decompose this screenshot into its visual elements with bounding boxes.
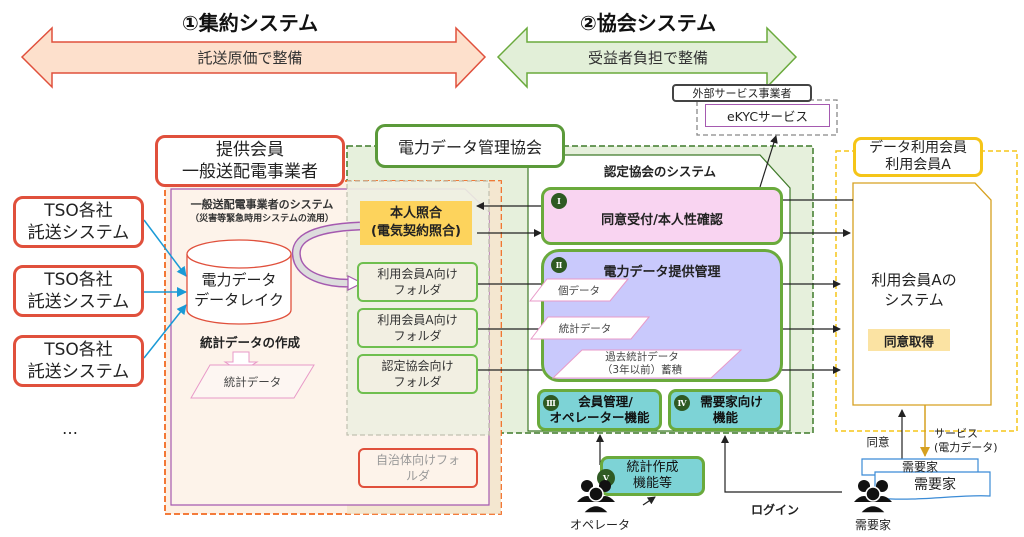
service-line1: サービス	[934, 427, 978, 440]
module-member-management[interactable]: Ⅲ 会員管理/ オペレーター機能	[537, 389, 662, 431]
association-name: 電力データ管理協会	[375, 124, 565, 168]
folder-member-a-2[interactable]: 利用会員A向け フォルダ	[357, 308, 478, 348]
module-label: 同意受付/本人性確認	[601, 212, 723, 228]
tso-line2: 託送システム	[27, 223, 130, 243]
module-line2: オペレーター機能	[549, 410, 650, 425]
stats-data-label: 統計データ	[223, 374, 282, 389]
tso-more-ellipsis: …	[62, 418, 78, 438]
past-statistics-label: 過去統計データ （3年以前）蓄積	[562, 349, 722, 379]
module-line2: 機能等	[632, 476, 672, 491]
past-statistics-line1: 過去統計データ	[605, 351, 679, 363]
consent-acquisition: 同意取得	[868, 329, 950, 351]
folder-line2: フォルダ	[393, 329, 442, 343]
provider-system-title: 一般送配電事業者のシステム （災害等緊急時用システムの流用）	[176, 197, 348, 227]
tso-source-3: TSO各社 託送システム	[13, 335, 144, 387]
stats-creation-label: 統計データの作成	[199, 334, 300, 350]
association-system-title: 認定協会のシステム	[603, 163, 717, 179]
past-statistics-shape: 過去統計データ （3年以前）蓄積	[552, 349, 742, 379]
stats-data-shape: 統計データ	[190, 364, 315, 399]
provider-member-line1: 提供会員	[216, 140, 284, 160]
customer-group-icon	[852, 478, 894, 514]
folder-member-a-1[interactable]: 利用会員A向け フォルダ	[357, 262, 478, 302]
consent-label: 同意	[866, 435, 890, 449]
data-lake-cylinder	[186, 239, 292, 325]
association-funding-label: 受益者負担で整備	[587, 48, 708, 67]
folder-line2: フォルダ	[393, 283, 442, 297]
module-badge: Ⅱ	[551, 257, 567, 273]
provider-system-subtitle: （災害等緊急時用システムの流用）	[190, 214, 334, 224]
provider-member-label: 提供会員 一般送配電事業者	[155, 135, 345, 187]
identity-check-line1: 本人照合	[389, 206, 442, 221]
tso-line1: TSO各社	[44, 340, 113, 360]
module-line1: 会員管理/	[578, 394, 633, 409]
customer-label: 需要家	[854, 517, 891, 532]
folder-line1: 利用会員A向け	[377, 313, 458, 327]
data-user-line1: データ利用会員	[869, 140, 967, 156]
member-a-system-label: 利用会員Aの システム	[853, 268, 975, 312]
data-user-line2: 利用会員A	[885, 157, 951, 173]
folder-municipal[interactable]: 自治体向けフォ ルダ	[358, 448, 478, 488]
folder-line1: 認定協会向け	[381, 359, 454, 373]
statistics-data-shape: 統計データ	[530, 316, 650, 340]
individual-data-label: 個データ	[558, 284, 600, 297]
provider-member-line2: 一般送配電事業者	[182, 162, 318, 182]
folder-line1: 利用会員A向け	[377, 267, 458, 281]
module-badge: Ⅰ	[551, 193, 567, 209]
aggregation-funding-label: 託送原価で整備	[197, 48, 303, 67]
tso-line1: TSO各社	[44, 270, 113, 290]
folder-association[interactable]: 認定協会向け フォルダ	[357, 354, 478, 394]
aggregation-system-title: ①集約システム	[181, 10, 319, 35]
ekyc-service: eKYCサービス	[705, 104, 830, 127]
customer-card-back-label: 需要家	[901, 459, 938, 474]
association-system-title: ②協会システム	[579, 10, 717, 35]
operator-label: オペレータ	[569, 517, 630, 532]
module-label: 電力データ提供管理	[603, 264, 721, 280]
module-line1: 需要家向け	[700, 394, 763, 409]
aggregation-band-arrow	[20, 26, 487, 89]
module-line2: 機能	[712, 410, 738, 425]
module-line1: 統計作成	[626, 460, 679, 475]
tso-line2: 託送システム	[27, 292, 130, 312]
data-lake-label: 電力データ データレイク	[187, 268, 291, 312]
data-lake-line2: データレイク	[194, 291, 284, 309]
module-consent-identity[interactable]: Ⅰ 同意受付/本人性確認	[541, 187, 783, 245]
tso-source-1: TSO各社 託送システム	[13, 196, 144, 248]
member-a-system-line2: システム	[884, 291, 944, 309]
operator-group-icon	[575, 478, 617, 514]
module-customer-functions[interactable]: Ⅳ 需要家向け 機能	[668, 389, 783, 431]
statistics-data-label: 統計データ	[558, 322, 612, 335]
folder-line1: 自治体向けフォ	[375, 453, 460, 467]
folder-line2: フォルダ	[393, 375, 442, 389]
service-line2: (電力データ)	[934, 441, 998, 454]
individual-data-shape: 個データ	[529, 278, 629, 302]
data-lake-line1: 電力データ	[201, 271, 277, 289]
folder-line2: ルダ	[405, 469, 430, 483]
customer-card-front-label: 需要家	[914, 477, 956, 493]
identity-check-box: 本人照合 (電気契約照合)	[360, 201, 472, 245]
member-a-system-line1: 利用会員Aの	[871, 271, 957, 289]
past-statistics-line2: （3年以前）蓄積	[601, 364, 683, 376]
module-badge: Ⅳ	[674, 395, 690, 411]
module-statistics-creation[interactable]: Ⅴ 統計作成 機能等	[597, 456, 705, 496]
external-service-provider: 外部サービス事業者	[672, 84, 812, 102]
login-label: ログイン	[750, 502, 799, 517]
provider-system-title-text: 一般送配電事業者のシステム	[190, 198, 334, 211]
identity-check-line2: (電気契約照合)	[371, 224, 461, 239]
association-band-arrow	[496, 26, 798, 89]
service-label: サービス (電力データ)	[934, 427, 1024, 459]
tso-line2: 託送システム	[27, 362, 130, 382]
module-badge: Ⅲ	[543, 395, 559, 411]
tso-source-2: TSO各社 託送システム	[13, 265, 144, 317]
tso-line1: TSO各社	[44, 201, 113, 221]
data-user-member-label: データ利用会員 利用会員A	[853, 137, 983, 177]
